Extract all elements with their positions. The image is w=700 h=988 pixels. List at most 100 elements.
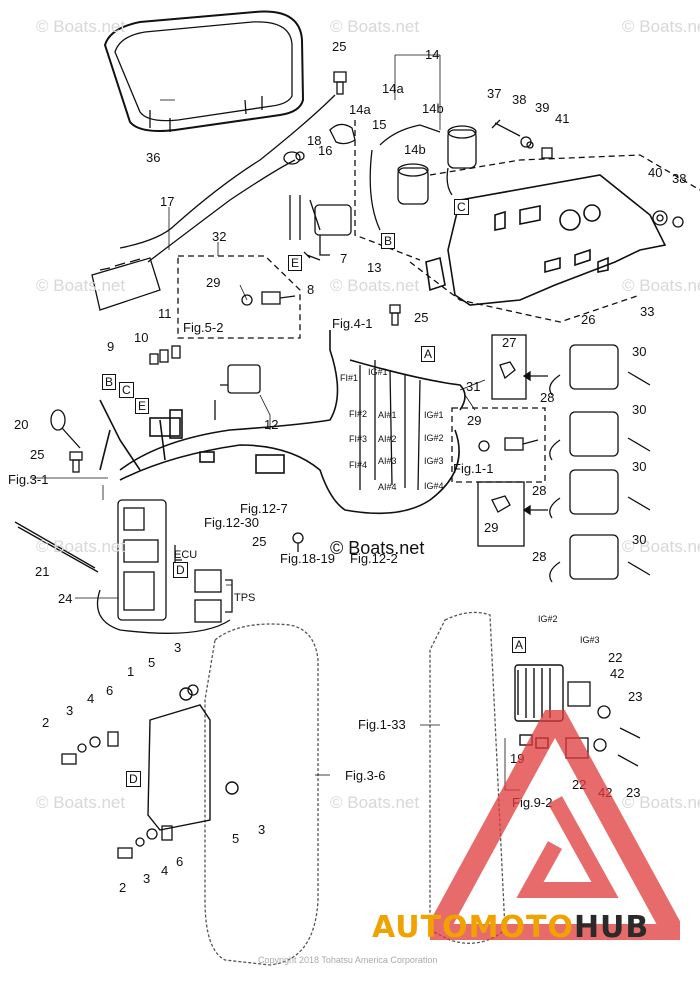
part-label-22[interactable]: 22: [608, 650, 623, 665]
part-label-39[interactable]: 39: [535, 100, 550, 115]
brand-part-hub: HUB: [573, 910, 650, 945]
relay-part-14: [369, 124, 477, 231]
part-label-30[interactable]: 30: [632, 402, 647, 417]
fi1-label: FI#1: [340, 373, 359, 383]
part-label-28[interactable]: 28: [540, 390, 555, 405]
part-label-17[interactable]: 16: [318, 143, 333, 158]
part-label-29[interactable]: 29: [484, 520, 499, 535]
part-label-35[interactable]: 33: [640, 304, 655, 319]
part-label-4[interactable]: 4: [161, 863, 169, 878]
ai1-label: AI#1: [378, 410, 397, 420]
part-label-14a[interactable]: 14a: [382, 81, 404, 96]
part-label-3[interactable]: 3: [143, 871, 151, 886]
part-label-32[interactable]: 29: [467, 413, 482, 428]
fuses: [149, 345, 181, 365]
watermark: © Boats.net: [36, 276, 126, 295]
part-label-2[interactable]: 2: [119, 880, 127, 895]
ig3-label: IG#3: [424, 456, 444, 466]
watermark: © Boats.net: [330, 276, 420, 295]
relay-part-12: [214, 364, 261, 420]
part-label-11[interactable]: 11: [158, 306, 172, 321]
part-label-10[interactable]: 10: [134, 330, 149, 345]
part-label-25[interactable]: 25: [332, 39, 347, 54]
mount-hardware: [61, 684, 199, 859]
part-label-24[interactable]: 24: [58, 591, 73, 606]
part-label-3[interactable]: 3: [258, 822, 266, 837]
part-label-3[interactable]: 3: [66, 703, 74, 718]
part-label-19[interactable]: 18: [307, 133, 322, 148]
connector-box-d: D: [126, 771, 141, 787]
part-label-15[interactable]: 15: [372, 117, 387, 132]
tps-label: TPS: [234, 592, 256, 604]
copyright-notice: Copyright 2018 Tohatsu America Corporati…: [258, 955, 438, 965]
part-label-1[interactable]: 1: [127, 664, 135, 679]
part-label-8[interactable]: 8: [307, 282, 315, 297]
part-label-36[interactable]: 36: [146, 150, 161, 165]
part-label-14a[interactable]: 14a: [349, 102, 371, 117]
part-label-6[interactable]: 6: [176, 854, 184, 869]
figure-ref-3-1[interactable]: Fig.3-1: [8, 472, 49, 487]
part-label-38[interactable]: 38: [512, 92, 527, 107]
part-label-5[interactable]: 5: [232, 831, 240, 846]
part-label-23[interactable]: 23: [626, 785, 641, 800]
part-label-18[interactable]: 17: [160, 194, 175, 209]
part-label-14[interactable]: 14: [425, 47, 440, 62]
figure-ref-18-19[interactable]: Fig.18-19: [280, 551, 335, 566]
fi3-label: FI#3: [349, 434, 368, 444]
bracket-part-35: [425, 174, 667, 306]
watermark: © Boats.net: [330, 17, 420, 36]
figure-ref-5-2[interactable]: Fig.5-2: [183, 320, 224, 335]
connector-box-e: E: [135, 398, 150, 414]
part-label-42[interactable]: 42: [610, 666, 625, 681]
part-label-13[interactable]: 13: [367, 260, 382, 275]
watermark: © Boats.net: [622, 793, 700, 812]
part-label-3[interactable]: 3: [174, 640, 182, 655]
part-label-25[interactable]: 25: [30, 447, 45, 462]
part-label-31[interactable]: 31: [466, 379, 481, 394]
part-label-27[interactable]: 27: [502, 335, 517, 350]
part-label-32[interactable]: 29: [206, 275, 221, 290]
part-label-14b[interactable]: 14b: [404, 142, 426, 157]
figure-ref-4-1[interactable]: Fig.4-1: [332, 316, 373, 331]
figure-ref-1-1[interactable]: Fig.1-1: [453, 461, 494, 476]
cover-part-36: [103, 10, 305, 132]
figure-ref-12-30[interactable]: Fig.12-30: [204, 515, 259, 530]
part-label-40[interactable]: 40: [648, 165, 663, 180]
part-label-7[interactable]: 7: [340, 251, 348, 266]
part-label-14b[interactable]: 14b: [422, 101, 444, 116]
part-label-30[interactable]: 30: [632, 532, 647, 547]
part-label-33[interactable]: 32: [212, 229, 227, 244]
figure-ref-1-33[interactable]: Fig.1-33: [358, 717, 406, 732]
connector-box-d: D: [173, 562, 188, 578]
part-label-37[interactable]: 37: [487, 86, 502, 101]
fitting-part-27: [491, 334, 548, 400]
part-label-26[interactable]: 26: [581, 312, 596, 327]
part-label-5[interactable]: 5: [148, 655, 156, 670]
part-label-20[interactable]: 21: [35, 564, 50, 579]
part-label-28[interactable]: 28: [532, 483, 547, 498]
part-label-4[interactable]: 4: [87, 691, 95, 706]
part-label-12[interactable]: 12: [264, 417, 279, 432]
part-label-9[interactable]: 9: [107, 339, 115, 354]
figure-ref-12-7[interactable]: Fig.12-7: [240, 501, 288, 516]
ig4-label: IG#4: [424, 481, 444, 491]
part-label-2[interactable]: 2: [42, 715, 50, 730]
part-label-30[interactable]: 30: [632, 459, 647, 474]
fitting-part-17: [329, 123, 356, 145]
part-label-38[interactable]: 38: [672, 171, 687, 186]
figure-ref-12-2[interactable]: Fig.12-2: [350, 551, 398, 566]
connector-box-b: B: [381, 233, 396, 249]
part-label-41[interactable]: 41: [555, 111, 570, 126]
part-label-28[interactable]: 28: [532, 549, 547, 564]
figure-ref-9-2[interactable]: Fig.9-2: [512, 795, 553, 810]
part-label-30[interactable]: 30: [632, 344, 647, 359]
part-label-25[interactable]: 25: [414, 310, 429, 325]
figure-ref-3-6[interactable]: Fig.3-6: [345, 768, 386, 783]
part-label-25[interactable]: 25: [252, 534, 267, 549]
part-label-23[interactable]: 23: [628, 689, 643, 704]
part-label-6[interactable]: 6: [106, 683, 114, 698]
sensor-part-32-top: [241, 291, 296, 306]
connector-box-c: C: [119, 382, 134, 398]
brand-wordmark: AUTOMOTOHUB: [372, 910, 649, 945]
part-label-16[interactable]: 20: [14, 417, 29, 432]
